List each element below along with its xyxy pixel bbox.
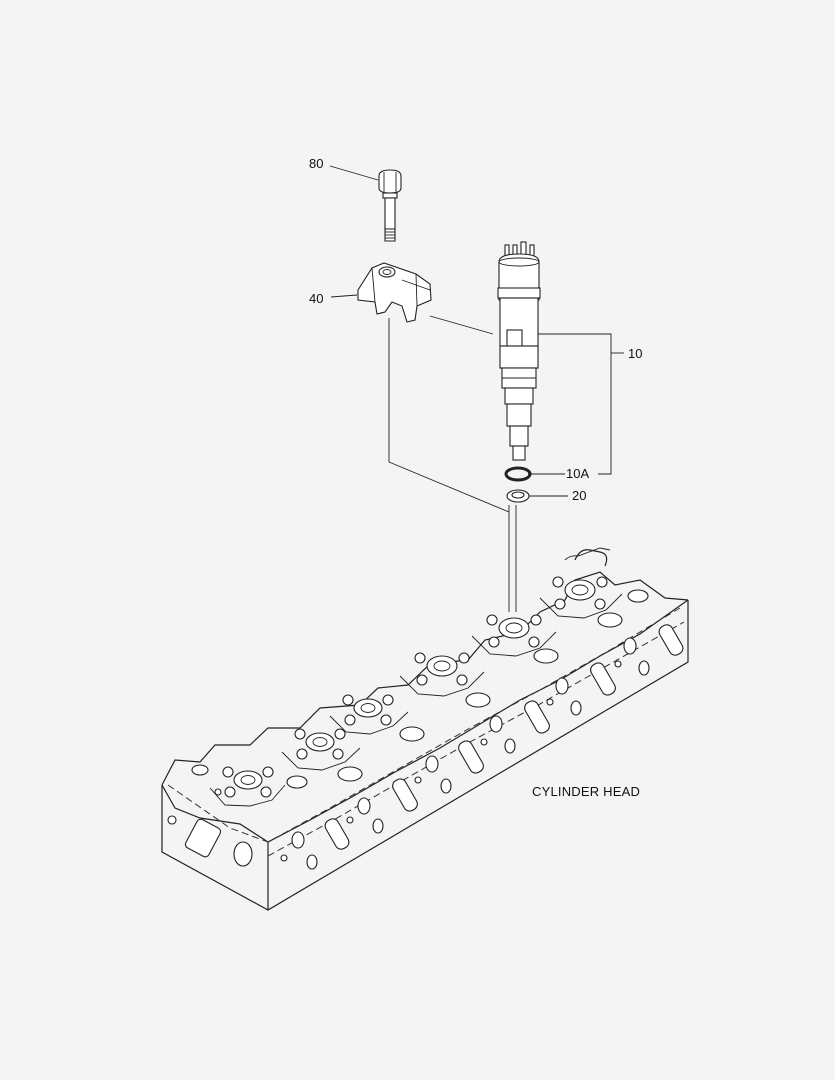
cylinder-station-2 bbox=[281, 728, 363, 782]
cylinder-station-3 bbox=[329, 694, 425, 742]
deck-dashed-line bbox=[167, 607, 681, 843]
callout-80: 80 bbox=[309, 156, 324, 171]
callout-10A: 10A bbox=[566, 466, 590, 481]
cylinder-station-1 bbox=[191, 764, 308, 807]
front-face-ports bbox=[167, 624, 684, 870]
cylinder-station-5 bbox=[471, 614, 559, 664]
washer-20 bbox=[506, 489, 530, 503]
leader-40-to-injector bbox=[429, 315, 494, 335]
o-ring-10A bbox=[504, 466, 532, 482]
callout-10: 10 bbox=[628, 346, 643, 361]
cylinder-head bbox=[161, 547, 689, 911]
cylinder-station-4 bbox=[399, 652, 491, 708]
leader-bracket-10 bbox=[538, 333, 612, 475]
cylinder-head-caption: CYLINDER HEAD bbox=[532, 784, 641, 799]
leader-80 bbox=[329, 165, 379, 181]
leader-40 bbox=[330, 294, 358, 298]
bolt-80 bbox=[378, 169, 402, 242]
callout-20: 20 bbox=[572, 488, 587, 503]
callout-40: 40 bbox=[309, 291, 324, 306]
leader-lines bbox=[329, 165, 624, 612]
injector-10 bbox=[497, 241, 541, 461]
clamp-40 bbox=[357, 262, 432, 323]
cylinder-station-6 bbox=[539, 576, 649, 628]
head-front-edge bbox=[161, 599, 689, 843]
assembly-path-clamp bbox=[388, 318, 510, 513]
